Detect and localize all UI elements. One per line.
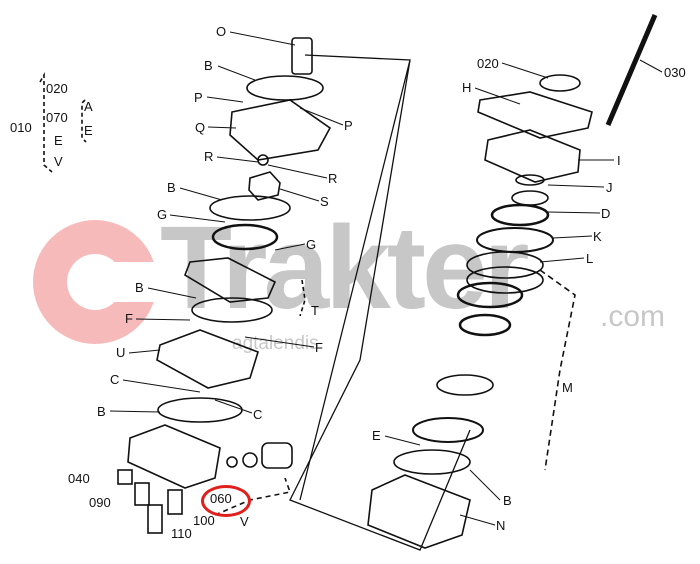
part-label: M bbox=[562, 380, 573, 395]
part-label: F bbox=[125, 311, 133, 326]
part-label: B bbox=[503, 493, 512, 508]
part-label: L bbox=[586, 251, 594, 266]
tree-label-010: 010 bbox=[10, 120, 32, 135]
tree-label-v: V bbox=[54, 154, 63, 169]
part-label: S bbox=[320, 194, 329, 209]
part-label: 100 bbox=[193, 513, 215, 528]
part-label: 110 bbox=[171, 526, 192, 541]
part-label: Q bbox=[195, 120, 206, 135]
part-label: D bbox=[601, 206, 611, 221]
part-label: B bbox=[135, 280, 144, 295]
tree-label-a: A bbox=[84, 99, 93, 114]
part-label: R bbox=[204, 149, 214, 164]
part-label: B bbox=[97, 404, 106, 419]
part-label: F bbox=[315, 340, 323, 355]
highlighted-part-label: 060 bbox=[210, 491, 232, 506]
part-label: C bbox=[253, 407, 263, 422]
tree-label-e2: E bbox=[84, 123, 93, 138]
part-label: 020 bbox=[477, 56, 499, 71]
part-label: C bbox=[110, 372, 120, 387]
part-label: R bbox=[328, 171, 338, 186]
part-label: N bbox=[496, 518, 506, 533]
part-label: 040 bbox=[68, 471, 90, 486]
part-label: G bbox=[306, 237, 317, 252]
watermark-domain: .com bbox=[600, 300, 666, 333]
part-label: 090 bbox=[89, 495, 111, 510]
part-label: K bbox=[593, 229, 602, 244]
part-label: P bbox=[194, 90, 203, 105]
highlight-circle bbox=[201, 485, 251, 517]
part-label: B bbox=[204, 58, 213, 73]
part-label: H bbox=[462, 80, 472, 95]
part-label: V bbox=[240, 514, 249, 529]
part-label: P bbox=[344, 118, 353, 133]
part-label: T bbox=[311, 303, 319, 318]
tree-label-070: 070 bbox=[46, 110, 68, 125]
tree-label-020: 020 bbox=[46, 81, 68, 96]
part-label: O bbox=[216, 24, 227, 39]
part-label: U bbox=[116, 345, 126, 360]
part-label: E bbox=[372, 428, 381, 443]
part-label: G bbox=[157, 207, 168, 222]
part-label: B bbox=[167, 180, 176, 195]
tree-label-e: E bbox=[54, 133, 63, 148]
part-label: 030 bbox=[664, 65, 686, 80]
part-label: I bbox=[617, 153, 621, 168]
part-label: J bbox=[606, 180, 613, 195]
